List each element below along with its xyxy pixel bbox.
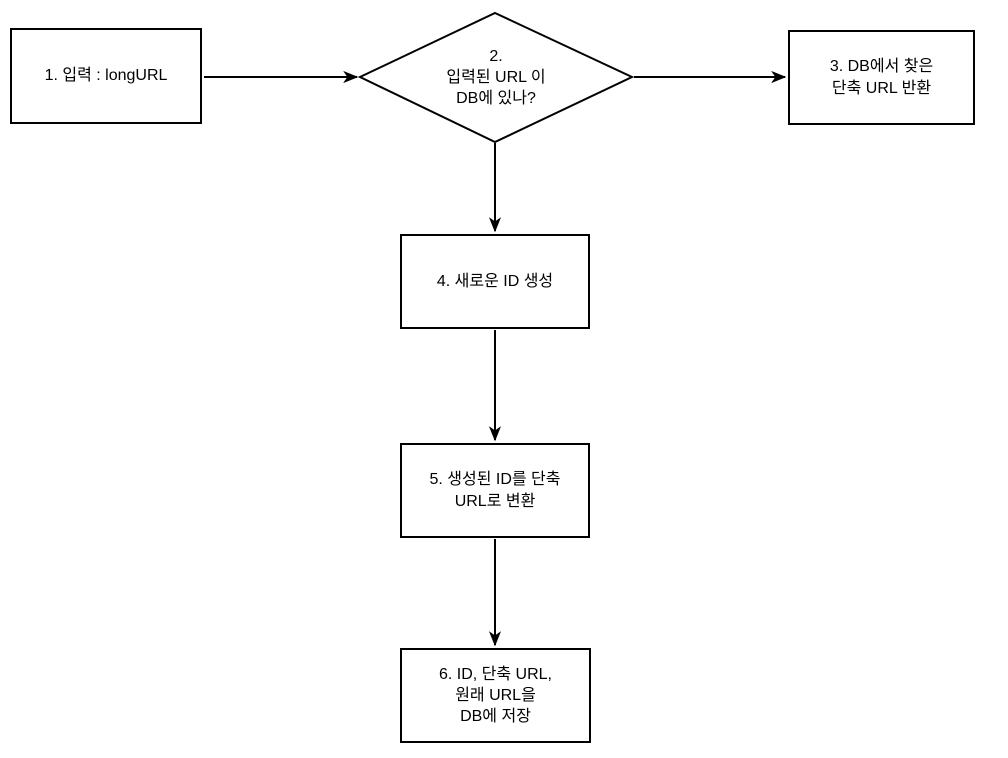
node-save-to-db-label: 6. ID, 단축 URL, 원래 URL을 DB에 저장 xyxy=(438,665,553,726)
node-generate-new-id: 4. 새로운 ID 생성 xyxy=(400,234,590,329)
node-convert-id-to-short-url: 5. 생성된 ID를 단축 URL로 변환 xyxy=(400,443,590,538)
node-input-longurl-label: 1. 입력 : longURL xyxy=(44,67,168,85)
node-return-short-url: 3. DB에서 찾은 단축 URL 반환 xyxy=(788,30,975,125)
node-return-short-url-label: 3. DB에서 찾은 단축 URL 반환 xyxy=(829,58,934,97)
node-generate-new-id-label: 4. 새로운 ID 생성 xyxy=(436,272,554,290)
node-decision-url-in-db-label: 2. 입력된 URL 이 DB에 있나? xyxy=(446,47,546,108)
node-decision-shape xyxy=(357,11,635,144)
node-decision-url-in-db: 2. 입력된 URL 이 DB에 있나? xyxy=(385,30,607,125)
node-input-longurl: 1. 입력 : longURL xyxy=(10,28,202,124)
node-convert-id-to-short-url-label: 5. 생성된 ID를 단축 URL로 변환 xyxy=(429,471,561,510)
node-save-to-db: 6. ID, 단축 URL, 원래 URL을 DB에 저장 xyxy=(400,648,591,743)
